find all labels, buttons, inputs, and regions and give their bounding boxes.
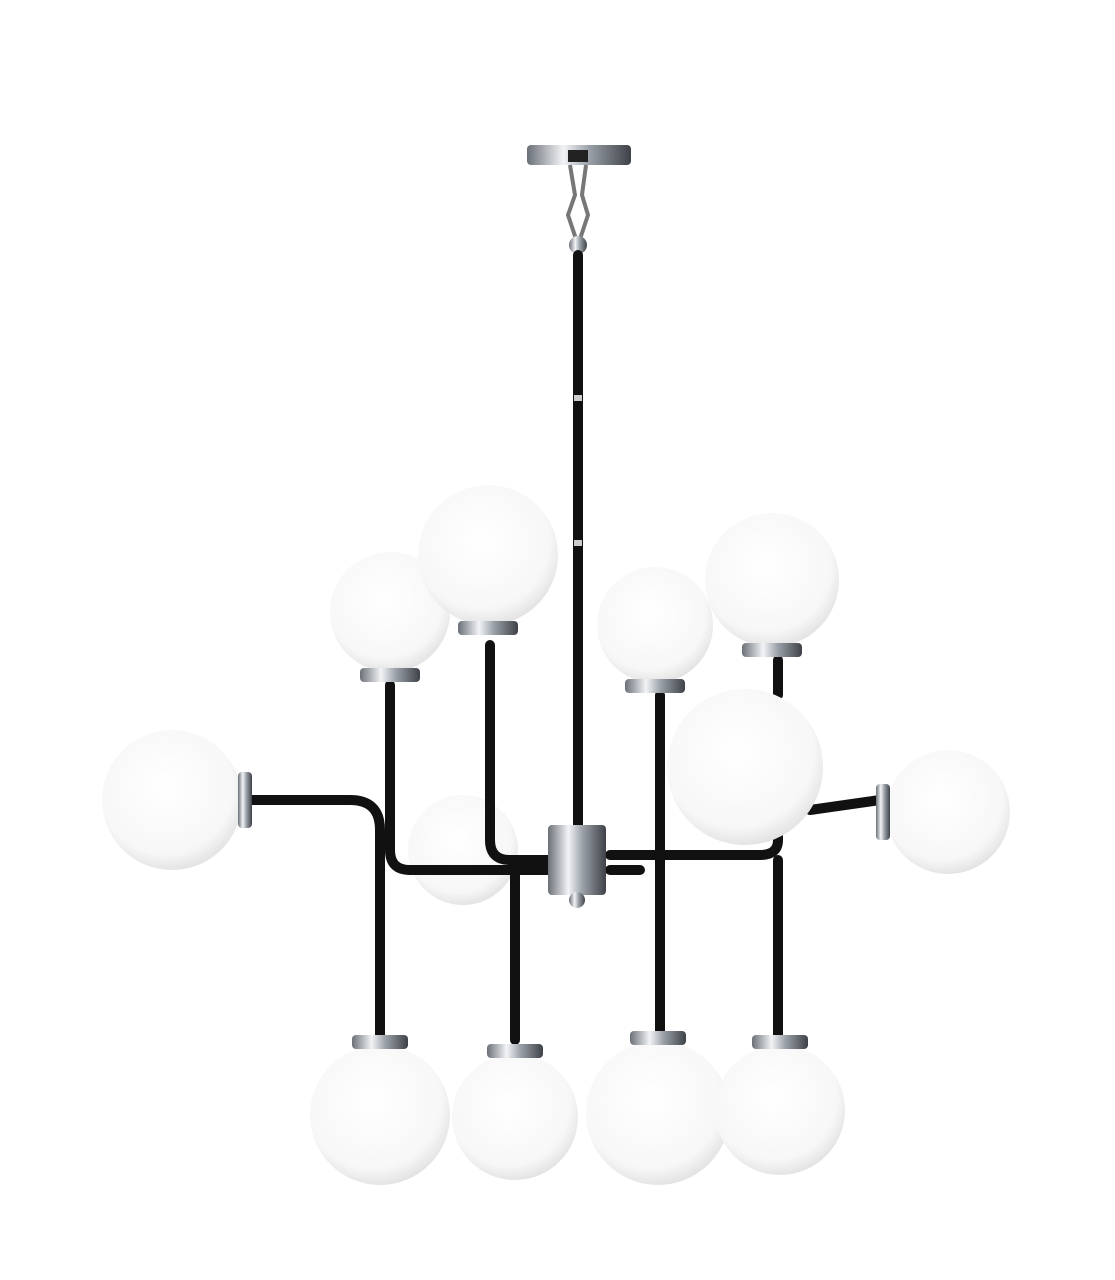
chrome-holder (625, 679, 685, 693)
chrome-holder (752, 1035, 808, 1049)
chrome-holder (487, 1044, 543, 1058)
glass-globe (330, 552, 450, 682)
chrome-holder (876, 784, 890, 840)
chrome-holder (630, 1031, 686, 1045)
glass-globe (597, 567, 713, 693)
glass-globe (408, 795, 518, 905)
glass-globe (418, 485, 558, 635)
chrome-holder (352, 1035, 408, 1049)
chrome-holder (742, 643, 802, 657)
glass-globe (715, 1035, 845, 1175)
glass-globe (876, 750, 1010, 874)
chrome-holder (458, 621, 518, 635)
arms (245, 250, 885, 1045)
chrome-holder (360, 668, 420, 682)
ceiling-canopy (527, 145, 631, 254)
glass-globe (310, 1035, 450, 1185)
center-hub (548, 395, 606, 908)
glass-globe (452, 1044, 578, 1180)
glass-globe (586, 1031, 730, 1185)
chrome-holder (238, 772, 252, 828)
glass-globe (705, 513, 839, 657)
glass-globe (102, 730, 252, 870)
glass-globe (667, 689, 823, 845)
